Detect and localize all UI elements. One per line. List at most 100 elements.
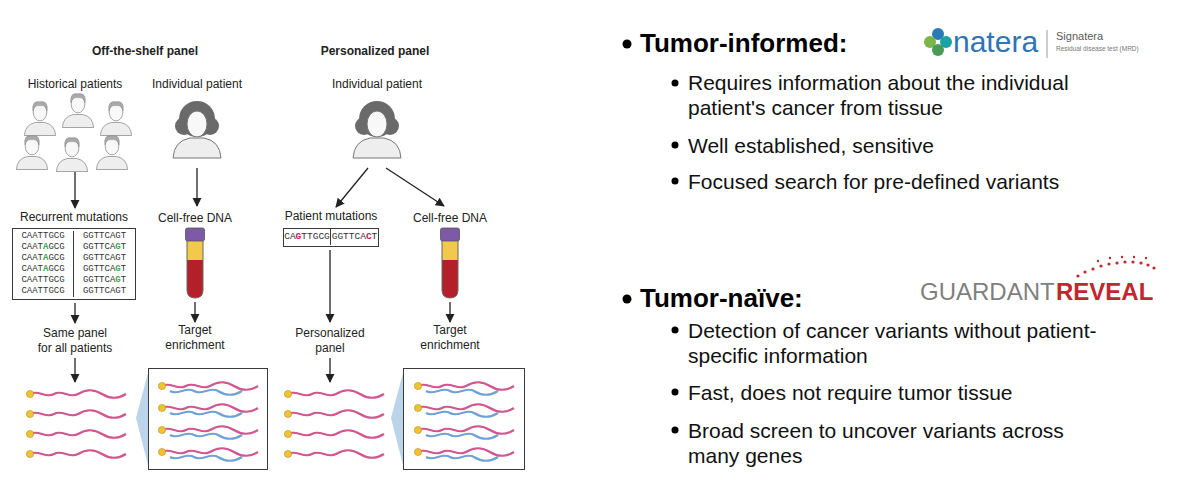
brand-name: GUARDANT (920, 278, 1060, 306)
flow-arrow (336, 168, 368, 207)
sequence-cell: GGTTCAGT (74, 231, 135, 242)
sequence-cell: CAATAGCG (13, 264, 74, 275)
sequence-grid: CAATTGCGGGTTCAGTCAATAGCGGGTTCAGTCAATAGCG… (13, 229, 135, 297)
box-heading: Recurrent mutations (1, 210, 147, 225)
logo-dot (1131, 260, 1134, 263)
captured-dna (414, 426, 514, 439)
logo-dot (1076, 274, 1079, 277)
tube-caption: Cell-free DNA (145, 211, 245, 226)
logo-dot (1139, 261, 1142, 264)
bullet-text: Broad screen to uncover variants across … (688, 418, 1098, 468)
patient-figure (24, 102, 55, 136)
blood-tube (186, 228, 205, 298)
blood-tube (441, 228, 460, 298)
patient-figure (96, 136, 127, 170)
logo-dot (1123, 260, 1126, 263)
highlight-base: C (366, 231, 372, 242)
sequence-run: TTGCG (301, 231, 330, 242)
logo-dot (1109, 257, 1111, 259)
sequence-run: GGTTCA (83, 242, 115, 252)
flow-arrow (196, 168, 197, 206)
sequence-cell: CAATTGCG (13, 275, 74, 286)
section-heading: Tumor-informed: (640, 28, 910, 58)
patient-figure (56, 138, 87, 172)
panel-heading: Off-the-shelf panel (85, 44, 205, 59)
highlight-base: G (115, 242, 120, 252)
flow-arrow (74, 358, 75, 382)
sequence-cell: CAATAGCG (13, 242, 74, 253)
bullet-dot (672, 389, 679, 396)
sequence-run: CAAT (21, 253, 43, 263)
logo-dot (1097, 260, 1099, 262)
dna-strand (26, 410, 126, 418)
step-caption: Same panel for all patients (36, 326, 114, 356)
highlight-base: A (43, 253, 48, 263)
bullet-dot (623, 295, 632, 304)
enrichment-box: Target enrichment (403, 368, 525, 470)
captured-dna (158, 426, 258, 439)
captured-dna (414, 448, 514, 461)
dna-strand (284, 410, 384, 418)
flow-arrow (74, 172, 75, 208)
figure-caption: Historical patients (25, 77, 125, 92)
dna-strand (26, 450, 126, 458)
captured-dna (158, 382, 258, 395)
flow-arrow (329, 250, 330, 322)
section-heading: Tumor-naïve: (640, 283, 910, 313)
sequence-run: CAAT (21, 264, 43, 274)
dna-strand (26, 430, 126, 438)
brand-name: natera (953, 25, 1053, 59)
flow-arrow (194, 302, 195, 322)
sequence-cell: CAGTTGCG (284, 229, 331, 245)
sequence-box: Patient mutationsCAGTTGCGGGTTCACT (283, 228, 379, 247)
highlight-base: A (43, 264, 48, 274)
product-name: Signatera (1056, 30, 1186, 43)
logo-mark (1076, 256, 1155, 278)
logo-dot (1083, 270, 1086, 273)
flow-arrow (386, 168, 444, 206)
bullet-dot (672, 427, 679, 434)
bullet-text: Fast, does not require tumor tissue (688, 380, 1098, 405)
highlight-base: G (115, 264, 120, 274)
logo-dot (1121, 256, 1123, 258)
sequence-cell: CAATTGCG (13, 231, 74, 242)
sequence-run: T (372, 231, 378, 242)
figure-caption: Individual patient (147, 77, 247, 92)
logo-dot (1133, 256, 1135, 258)
sequence-run: GCG (48, 242, 64, 252)
sequence-cell: GGTTCAGT (74, 253, 135, 264)
sequence-run: CA (284, 231, 295, 242)
bullet-list (623, 40, 679, 434)
captured-dna (414, 404, 514, 417)
captured-dna (414, 382, 514, 395)
highlight-base: G (115, 275, 120, 285)
captured-dna (158, 448, 258, 461)
sequence-run: GGTTCA (83, 264, 115, 274)
sequence-run: GCG (48, 253, 64, 263)
flow-arrow (74, 303, 75, 323)
logo-dot (1115, 261, 1118, 264)
sequence-cell: GGTTCAGT (74, 275, 135, 286)
flow-arrow (449, 302, 450, 322)
box-heading: Target enrichment (157, 323, 233, 353)
sequence-run: GGTTCAGT (83, 286, 126, 296)
step-caption: Personalized panel (290, 326, 370, 356)
sequence-grid: CAGTTGCGGGTTCACT (284, 229, 378, 245)
dna-strand (26, 390, 126, 398)
sequence-box: Recurrent mutationsCAATTGCGGGTTCAGTCAATA… (12, 228, 136, 300)
logo-dot (1091, 267, 1094, 270)
sequence-run: GGTTCAGT (83, 253, 126, 263)
logo-divider (1047, 30, 1048, 58)
logo-dot (1107, 262, 1110, 265)
sequence-run: GGTTCAGT (83, 231, 126, 241)
box-heading: Patient mutations (264, 209, 398, 224)
logo-dot (932, 44, 944, 56)
patient-figure (100, 102, 131, 136)
bullet-text: Detection of cancer variants without pat… (688, 318, 1098, 368)
sequence-run: CAATTGCG (21, 275, 64, 285)
sequence-run: GGTTCA (83, 275, 115, 285)
dna-strand (284, 450, 384, 458)
dna-strand (284, 430, 384, 438)
sequence-run: CAATTGCG (21, 286, 64, 296)
